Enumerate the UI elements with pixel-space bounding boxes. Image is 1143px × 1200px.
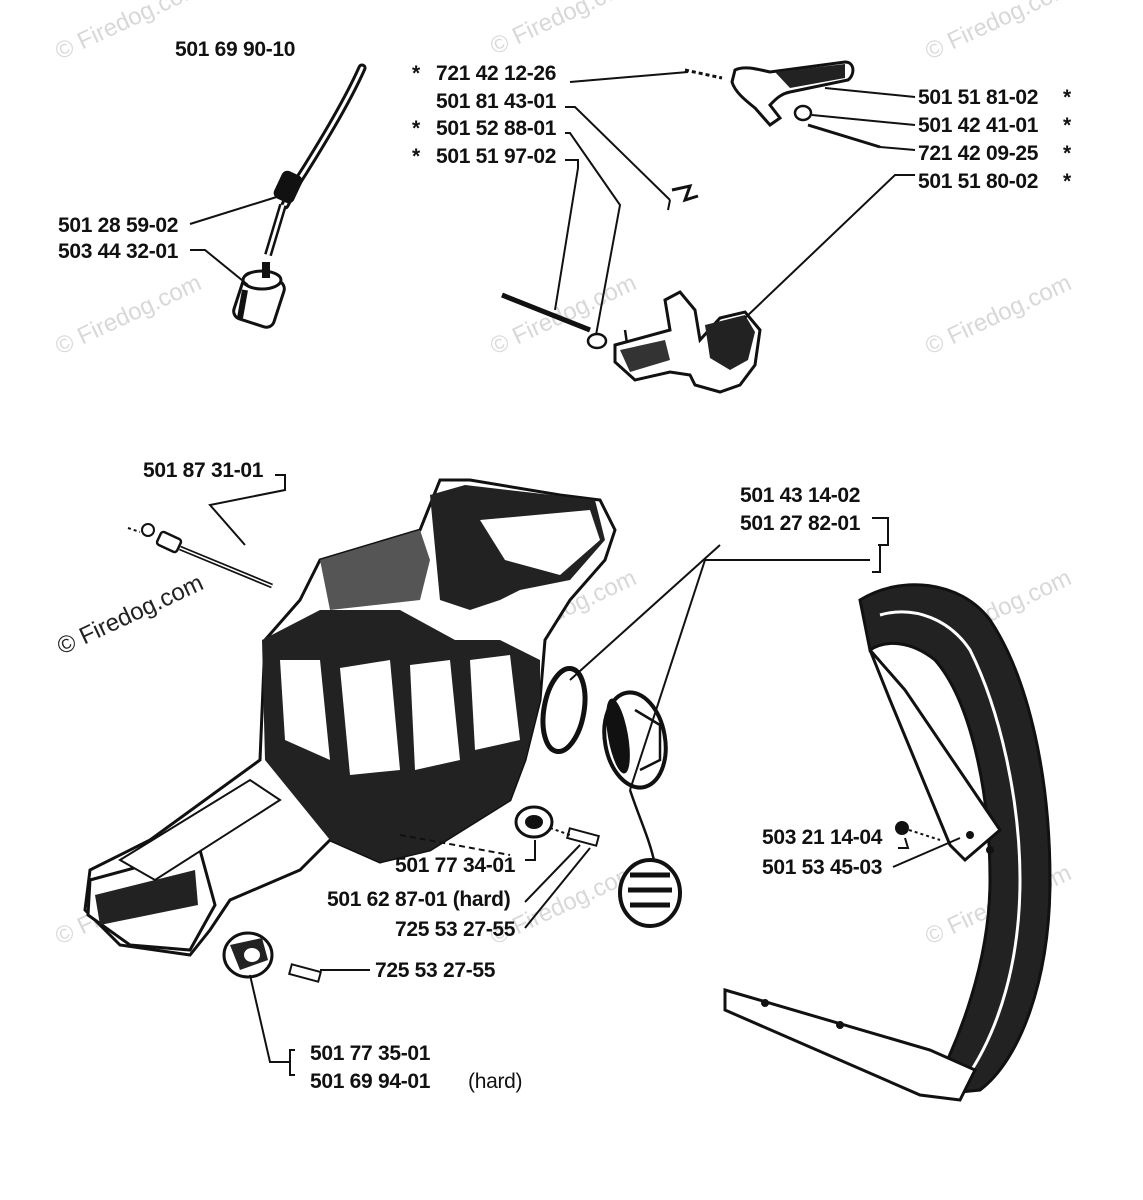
throttle-trigger-drawing	[667, 60, 881, 211]
label-501-87-31-01: 501 87 31-01	[143, 459, 264, 482]
label-503-44-32-01: 503 44 32-01	[58, 240, 179, 263]
asterisk-mark: *	[412, 145, 421, 168]
label-501-51-80-02: 501 51 80-02	[918, 170, 1038, 193]
asterisk-mark: *	[1063, 142, 1072, 165]
label-501-62-87-01: 501 62 87-01 (hard)	[327, 888, 510, 911]
watermark: © Firedog.com	[921, 0, 1075, 65]
asterisk-mark: *	[1063, 170, 1072, 193]
tank-handle-body-drawing	[83, 478, 617, 957]
label-725-53-27-55: 725 53 27-55	[395, 918, 516, 941]
label-501-77-34-01: 501 77 34-01	[395, 854, 516, 877]
bushing-drawing	[514, 805, 601, 847]
watermark: © Firedog.com	[486, 0, 640, 60]
fuel-cap-drawing	[540, 665, 682, 928]
label-501-69-94-01: 501 69 94-01	[310, 1070, 431, 1093]
label-501-43-14-02: 501 43 14-02	[740, 484, 860, 507]
label-hard-note: (hard)	[468, 1070, 522, 1093]
label-501-77-35-01: 501 77 35-01	[310, 1042, 431, 1065]
label-501-69-90-10: 501 69 90-10	[175, 38, 295, 61]
part-labels: 501 69 90-10 * 721 42 12-26 501 81 43-01…	[58, 38, 1072, 1093]
label-501-81-43-01: 501 81 43-01	[436, 90, 557, 113]
fuel-hose-drawing	[264, 63, 367, 257]
watermark: © Firedog.com	[51, 269, 205, 360]
label-721-42-12-26: 721 42 12-26	[436, 62, 556, 85]
watermark-dark: © Firedog.com	[53, 569, 207, 660]
asterisk-mark: *	[1063, 114, 1072, 137]
label-501-28-59-02: 501 28 59-02	[58, 214, 178, 237]
label-501-42-41-01: 501 42 41-01	[918, 114, 1039, 137]
asterisk-mark: *	[412, 117, 421, 140]
throttle-lockout-drawing	[501, 290, 762, 394]
fuel-filter-drawing	[232, 262, 286, 329]
label-503-21-14-04: 503 21 14-04	[762, 826, 883, 849]
label-501-51-81-02: 501 51 81-02	[918, 86, 1038, 109]
watermark: © Firedog.com	[921, 269, 1075, 360]
vent-tube-drawing	[127, 523, 273, 589]
front-handle-drawing	[723, 583, 1052, 1102]
label-501-27-82-01: 501 27 82-01	[740, 512, 861, 535]
asterisk-mark: *	[1063, 86, 1072, 109]
label-501-52-88-01: 501 52 88-01	[436, 117, 557, 140]
rear-bushing-drawing	[222, 931, 323, 983]
label-725-53-27-55: 725 53 27-55	[375, 959, 496, 982]
label-721-42-09-25: 721 42 09-25	[918, 142, 1039, 165]
asterisk-mark: *	[412, 62, 421, 85]
label-501-53-45-03: 501 53 45-03	[762, 856, 882, 879]
leader-lines	[189, 71, 961, 1076]
label-501-51-97-02: 501 51 97-02	[436, 145, 556, 168]
